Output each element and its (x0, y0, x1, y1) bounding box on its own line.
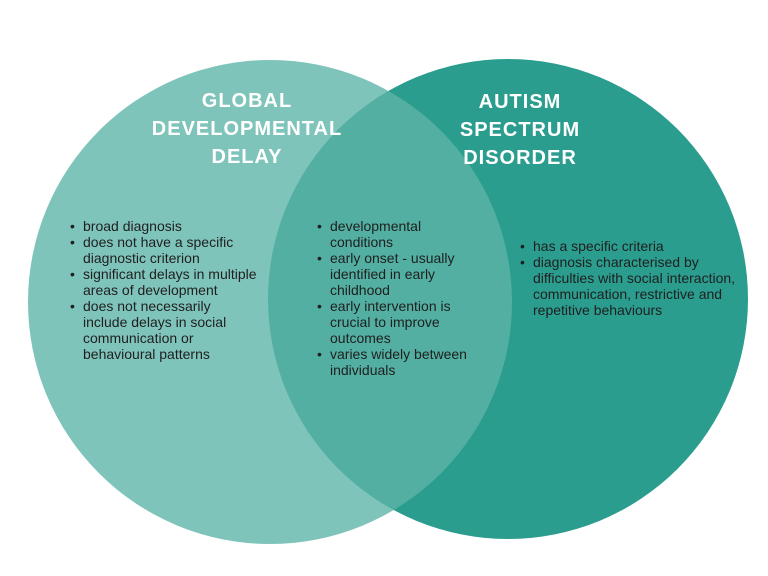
bullet-item: varies widely between individuals (317, 346, 480, 378)
overlap-items-list: developmental conditionsearly onset - us… (313, 218, 480, 378)
left-items-list: broad diagnosisdoes not have a specific … (66, 218, 258, 362)
bullet-item: developmental conditions (317, 218, 480, 250)
bullet-item: has a specific criteria (520, 238, 740, 254)
left-circle-title: GLOBAL DEVELOPMENTAL DELAY (151, 90, 343, 168)
bullet-item: broad diagnosis (70, 218, 258, 234)
right-items-list: has a specific criteriadiagnosis charact… (516, 238, 740, 318)
bullet-item: early onset - usually identified in earl… (317, 250, 480, 298)
right-circle-title: AUTISM SPECTRUM DISORDER (459, 91, 581, 169)
bullet-item: early intervention is crucial to improve… (317, 298, 480, 346)
bullet-item: does not necessarily include delays in s… (70, 298, 258, 362)
bullet-item: does not have a specific diagnostic crit… (70, 234, 258, 266)
bullet-item: significant delays in multiple areas of … (70, 266, 258, 298)
bullet-item: diagnosis characterised by difficulties … (520, 254, 740, 318)
